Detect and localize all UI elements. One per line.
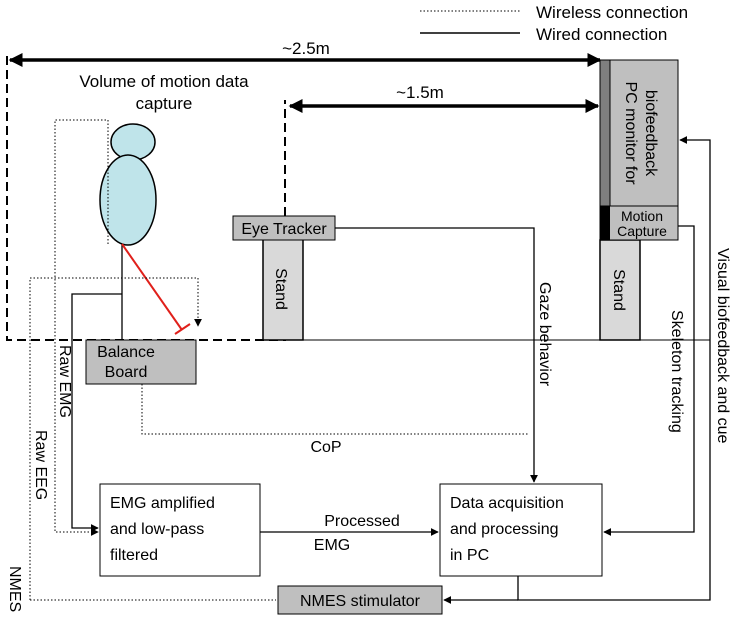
raw-eeg-link-2	[54, 470, 99, 536]
stand-left-label: Stand	[272, 268, 289, 310]
emg-tether	[121, 243, 183, 331]
daq-label-1: Data acquisition	[450, 495, 564, 512]
gaze-wire	[335, 227, 538, 483]
processed-emg-label-2: EMG	[314, 537, 350, 554]
cop-label: CoP	[310, 439, 341, 456]
nmes-link-upper	[29, 277, 202, 600]
raw-emg-label: Raw EMG	[56, 345, 73, 418]
visual-feedback-wire	[517, 136, 711, 601]
daq-box	[439, 483, 603, 577]
emg-box-label-3: filtered	[110, 547, 158, 564]
person-head	[110, 123, 156, 161]
emg-box-label-2: and low-pass	[110, 521, 204, 538]
emg-amplifier-box	[99, 483, 261, 577]
skeleton-wire	[603, 225, 695, 536]
capture-volume-label-2: capture	[136, 94, 193, 113]
monitor-edge	[599, 59, 611, 207]
cop-link	[141, 384, 528, 435]
motion-capture-label-2: Capture	[617, 223, 667, 239]
nmes-stimulator-label: NMES stimulator	[300, 593, 421, 610]
motion-capture-label-1: Motion	[621, 208, 663, 224]
tether-end	[174, 323, 191, 335]
legend-wired-label: Wired connection	[536, 25, 667, 44]
pc-monitor	[599, 59, 679, 207]
balance-board-label-1: Balance	[97, 344, 155, 361]
processed-emg-label-1: Processed	[324, 513, 400, 530]
motion-capture-sensor	[600, 206, 610, 240]
raw-eeg-label: Raw EEG	[32, 430, 49, 500]
gaze-label: Gaze behavior	[536, 282, 553, 387]
motion-capture	[599, 205, 679, 241]
capture-volume-label-1: Volume of motion data	[79, 72, 249, 91]
pc-monitor-label-1: PC monitor for	[622, 81, 639, 185]
daq-label-3: in PC	[450, 547, 489, 564]
nmes-stimulator	[277, 585, 443, 615]
stand-left	[262, 237, 304, 341]
raw-emg-wire	[71, 293, 122, 532]
stand-right-label: Stand	[610, 269, 627, 311]
nmes-label: NMES	[6, 566, 23, 612]
visual-feedback-label: Visual biofeedback and cue	[714, 248, 731, 444]
stand-right	[599, 239, 641, 341]
pc-monitor-label-2: biofeedback	[642, 90, 659, 177]
emg-box-label-1: EMG amplified	[110, 495, 215, 512]
balance-board	[85, 339, 197, 385]
balance-board-label-2: Board	[105, 364, 148, 381]
raw-eeg-link-1	[54, 119, 109, 470]
eye-tracker-label: Eye Tracker	[241, 221, 327, 238]
monitor-distance-label: ~1.5m	[396, 83, 444, 102]
room-width-label: ~2.5m	[282, 39, 330, 58]
legend-wireless-label: Wireless connection	[536, 3, 688, 22]
person-body	[99, 154, 157, 246]
daq-label-2: and processing	[450, 521, 559, 538]
skeleton-label: Skeleton tracking	[668, 310, 685, 433]
